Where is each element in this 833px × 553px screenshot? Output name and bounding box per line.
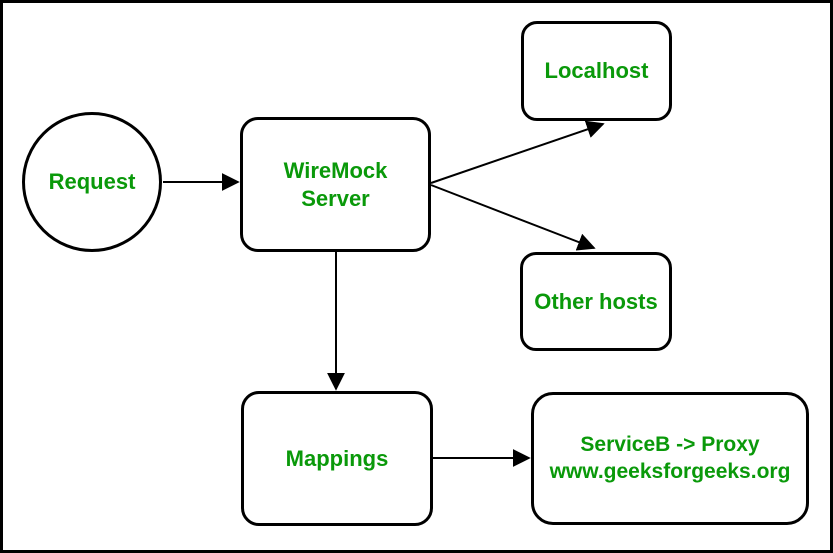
node-localhost-label: Localhost bbox=[544, 58, 649, 84]
arrow-wiremock-to-localhost bbox=[430, 120, 605, 184]
node-serviceb-proxy-label-line2: www.geeksforgeeks.org bbox=[549, 459, 791, 483]
node-wiremock-server-label-line2: Server bbox=[301, 185, 370, 211]
node-request: Request bbox=[22, 112, 162, 252]
node-localhost: Localhost bbox=[521, 21, 672, 121]
node-wiremock-server-label-line1: WireMock bbox=[283, 158, 388, 183]
node-other-hosts: Other hosts bbox=[520, 252, 672, 351]
node-mappings: Mappings bbox=[241, 391, 433, 526]
node-serviceb-proxy: ServiceB -> Proxy www.geeksforgeeks.org bbox=[531, 392, 809, 525]
arrow-wiremock-to-other-hosts bbox=[430, 184, 596, 251]
node-mappings-label: Mappings bbox=[285, 445, 389, 471]
node-wiremock-server: WireMock Server bbox=[240, 117, 431, 252]
node-request-label: Request bbox=[48, 169, 136, 195]
node-other-hosts-label: Other hosts bbox=[534, 288, 658, 314]
node-serviceb-proxy-label-line1: ServiceB -> Proxy bbox=[580, 433, 760, 457]
